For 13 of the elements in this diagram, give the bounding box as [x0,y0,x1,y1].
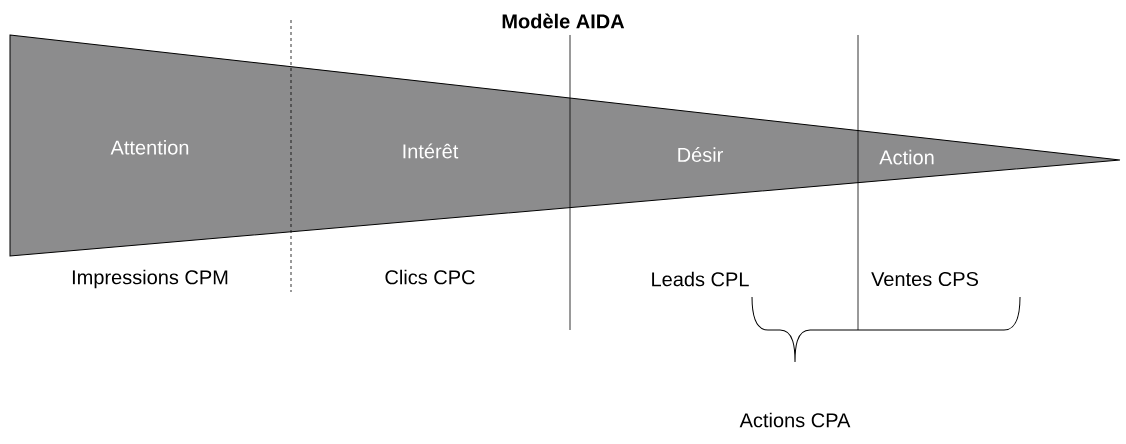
funnel-segment: Intérêt [291,66,570,232]
node-label: Intérêt [403,143,459,159]
node-label: Désir [678,147,723,162]
node-label: Attention [110,139,189,155]
node-label: Action [879,149,934,165]
stage-label: Actions CPA [739,412,851,428]
funnel-segment: Désir [570,98,858,208]
funnel-segment: Attention [10,35,291,256]
stage-label: Leads CPL [652,271,749,287]
funnel-segment: Action [858,130,1120,183]
stage-label: Ventes CPS [871,271,978,287]
stage-label: Clics CPC [385,269,475,285]
title: Modèle AIDA [502,13,625,29]
